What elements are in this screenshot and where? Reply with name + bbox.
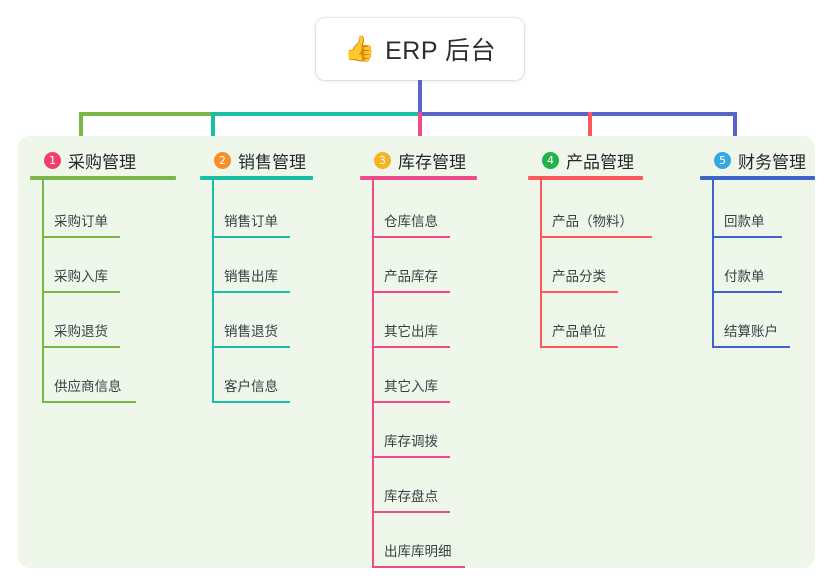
branch-spine: [540, 176, 542, 348]
branch-header-rule: [360, 176, 477, 180]
leaf-item-rule: [42, 236, 120, 238]
leaf-item[interactable]: 供应商信息: [54, 379, 122, 394]
branch-spine: [712, 176, 714, 348]
leaf-item-rule: [712, 236, 782, 238]
leaf-item-rule: [372, 346, 450, 348]
leaf-item-rule: [540, 291, 618, 293]
branch-title: 财务管理: [738, 153, 806, 172]
leaf-item[interactable]: 库存盘点: [384, 489, 438, 504]
leaf-item[interactable]: 仓库信息: [384, 214, 438, 229]
leaf-item[interactable]: 销售退货: [224, 324, 278, 339]
leaf-item-rule: [372, 566, 465, 568]
branch-title: 采购管理: [68, 153, 136, 172]
branch-number-badge: 3: [374, 152, 391, 169]
drop-purchase: [79, 112, 83, 148]
root-stem-connector: [418, 80, 422, 112]
leaf-item[interactable]: 销售订单: [224, 214, 278, 229]
branch-header-3[interactable]: 3 库存管理: [374, 148, 466, 173]
branch-header-rule: [200, 176, 313, 180]
bus-teal: [211, 112, 418, 116]
branch-header-4[interactable]: 4 产品管理: [542, 148, 634, 173]
drop-sales: [211, 112, 215, 148]
drop-product: [588, 112, 592, 148]
leaf-item[interactable]: 回款单: [724, 214, 765, 229]
branch-panel: [18, 136, 815, 568]
leaf-item-rule: [42, 346, 120, 348]
branch-header-2[interactable]: 2 销售管理: [214, 148, 306, 173]
branch-title: 库存管理: [398, 153, 466, 172]
branch-title: 销售管理: [238, 153, 306, 172]
leaf-item-rule: [712, 291, 782, 293]
branch-header-rule: [700, 176, 815, 180]
branch-number-badge: 1: [44, 152, 61, 169]
leaf-item-rule: [42, 291, 120, 293]
root-node-title: ERP 后台: [385, 37, 497, 65]
root-node-card[interactable]: 👍 ERP 后台: [316, 18, 524, 80]
drop-inventory: [418, 112, 422, 148]
root-node-content: 👍 ERP 后台: [344, 31, 496, 67]
leaf-item[interactable]: 产品分类: [552, 269, 606, 284]
branch-header-5[interactable]: 5 财务管理: [714, 148, 806, 173]
leaf-item[interactable]: 其它入库: [384, 379, 438, 394]
thumbs-up-icon: 👍: [343, 34, 376, 63]
leaf-item[interactable]: 其它出库: [384, 324, 438, 339]
branch-number-badge: 2: [214, 152, 231, 169]
branch-header-1[interactable]: 1 采购管理: [44, 148, 136, 173]
leaf-item[interactable]: 付款单: [724, 269, 765, 284]
leaf-item-rule: [372, 456, 450, 458]
leaf-item-rule: [540, 236, 652, 238]
drop-finance: [733, 112, 737, 148]
leaf-item[interactable]: 产品单位: [552, 324, 606, 339]
leaf-item[interactable]: 客户信息: [224, 379, 278, 394]
leaf-item[interactable]: 销售出库: [224, 269, 278, 284]
bus-green: [79, 112, 211, 116]
leaf-item[interactable]: 采购订单: [54, 214, 108, 229]
leaf-item-rule: [372, 401, 450, 403]
branch-number-badge: 4: [542, 152, 559, 169]
leaf-item-rule: [212, 291, 290, 293]
leaf-item-rule: [372, 291, 450, 293]
leaf-item[interactable]: 采购退货: [54, 324, 108, 339]
leaf-item[interactable]: 采购入库: [54, 269, 108, 284]
branch-spine: [42, 176, 44, 403]
leaf-item[interactable]: 产品（物料）: [552, 214, 633, 229]
leaf-item-rule: [42, 401, 136, 403]
branch-title: 产品管理: [566, 153, 634, 172]
branch-header-rule: [30, 176, 176, 180]
branch-number-badge: 5: [714, 152, 731, 169]
leaf-item[interactable]: 出库库明细: [384, 544, 452, 559]
leaf-item[interactable]: 产品库存: [384, 269, 438, 284]
leaf-item-rule: [372, 511, 450, 513]
leaf-item-rule: [712, 346, 790, 348]
leaf-item[interactable]: 库存调拨: [384, 434, 438, 449]
branch-header-rule: [528, 176, 643, 180]
leaf-item-rule: [212, 346, 290, 348]
branch-spine: [372, 176, 374, 568]
leaf-item-rule: [372, 236, 450, 238]
leaf-item-rule: [212, 401, 290, 403]
bus-blue: [418, 112, 733, 116]
leaf-item-rule: [540, 346, 618, 348]
branch-spine: [212, 176, 214, 403]
leaf-item[interactable]: 结算账户: [724, 324, 778, 339]
leaf-item-rule: [212, 236, 290, 238]
